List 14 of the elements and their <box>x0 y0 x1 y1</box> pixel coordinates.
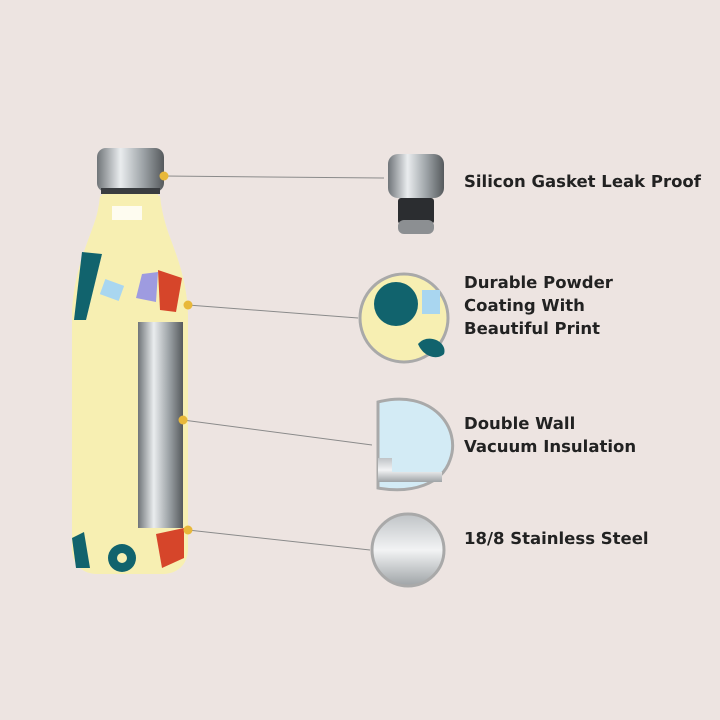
bottle-cap-drawing <box>97 148 164 196</box>
bottle-base-drawing <box>72 528 188 574</box>
leader-line <box>184 300 358 318</box>
steel-wall-cutaway-drawing <box>138 322 183 528</box>
feature-label: Silicon Gasket Leak Proof <box>464 171 702 193</box>
printed-coating-drawing <box>72 192 188 322</box>
leader-line <box>160 172 384 180</box>
feature-label: 18/8 Stainless Steel <box>464 528 650 550</box>
leader-line <box>184 526 370 550</box>
leader-line <box>178 416 372 446</box>
feature-label: Double Wall Vacuum Insulation <box>464 413 638 458</box>
steel-closeup-picture <box>370 512 446 588</box>
feature-label: Durable Powder Coating With Beautiful Print <box>464 272 614 340</box>
coating-closeup-picture <box>358 272 450 364</box>
